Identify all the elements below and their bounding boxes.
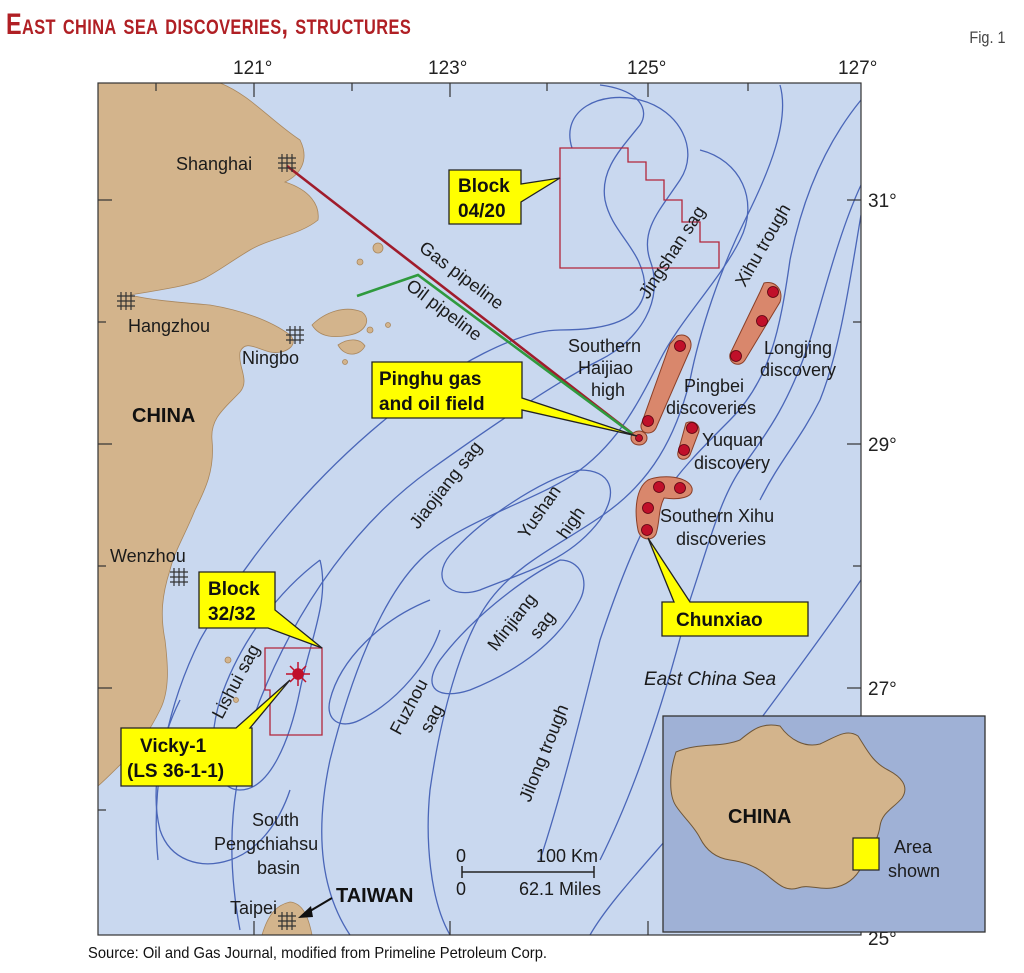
map-title: East china sea discoveries, structures xyxy=(6,8,412,41)
figure-label: Fig. 1 xyxy=(969,28,1006,47)
city-marker-wenzhou xyxy=(170,568,188,586)
city-label-taipei: Taipei xyxy=(230,898,277,918)
callout-block-0420: Block 04/20 xyxy=(448,169,561,225)
callout-block-0420-line1: Block xyxy=(458,176,510,197)
well-dot xyxy=(756,315,768,327)
block-0420-outline xyxy=(559,147,720,269)
scale-km-zero: 0 xyxy=(456,846,466,866)
city-marker-hangzhou xyxy=(117,292,135,310)
lat-label-29: 29° xyxy=(868,435,897,456)
label-pingbei-2: discoveries xyxy=(666,398,756,418)
callout-vicky: Vicky-1 (LS 36-1-1) xyxy=(120,679,291,787)
city-marker-taipei xyxy=(278,912,296,930)
taiwan-arrow xyxy=(298,897,333,918)
city-label-wenzhou: Wenzhou xyxy=(110,546,186,566)
well-dot xyxy=(635,434,643,442)
region-label-taiwan: TAIWAN xyxy=(336,885,413,907)
inset-area-label-2: shown xyxy=(888,861,940,881)
label-southern-xihu-2: discoveries xyxy=(676,529,766,549)
label-yuquan-2: discovery xyxy=(694,453,770,473)
inset-china-label: CHINA xyxy=(728,806,791,828)
label-southern-haijiao-1: Southern xyxy=(568,336,641,356)
well-dot xyxy=(767,286,779,298)
label-southern-haijiao-2: Haijiao xyxy=(578,358,633,378)
label-southern-xihu-1: Southern Xihu xyxy=(660,506,774,526)
label-pingbei-1: Pingbei xyxy=(684,376,744,396)
gas-pipeline xyxy=(286,164,639,440)
label-longjing-2: discovery xyxy=(760,360,836,380)
label-southern-haijiao-3: high xyxy=(591,380,625,400)
well-dot xyxy=(642,502,654,514)
label-pengchiahsu-1: South xyxy=(252,810,299,830)
lat-label-25: 25° xyxy=(868,929,897,950)
well-dot xyxy=(674,340,686,352)
city-label-shanghai: Shanghai xyxy=(176,154,252,174)
china-landmass xyxy=(98,83,319,787)
lat-label-27: 27° xyxy=(868,679,897,700)
city-markers xyxy=(117,154,304,930)
scale-mi-zero: 0 xyxy=(456,879,466,899)
zhoushan-islands xyxy=(224,242,391,703)
callout-block-3232-line1: Block xyxy=(208,579,260,600)
city-marker-shanghai xyxy=(278,154,296,172)
well-dot xyxy=(686,422,698,434)
city-label-hangzhou: Hangzhou xyxy=(128,316,210,336)
well-dot xyxy=(674,482,686,494)
discovery-wells xyxy=(635,286,779,536)
callout-pinghu-line1: Pinghu gas xyxy=(379,369,481,390)
scale-km-value: 100 Km xyxy=(536,846,598,866)
lon-label-127: 127° xyxy=(838,58,877,79)
scale-bar: 0 100 Km 0 62.1 Miles xyxy=(456,846,601,899)
city-label-ningbo: Ningbo xyxy=(242,348,299,368)
region-label-china: CHINA xyxy=(132,405,195,427)
well-dot xyxy=(653,481,665,493)
callout-block-3232: Block 32/32 xyxy=(198,571,323,649)
inset-map: CHINA Area shown xyxy=(662,715,986,933)
label-pengchiahsu-2: Pengchiahsu xyxy=(214,834,318,854)
well-dot xyxy=(642,415,654,427)
callout-chunxiao-text: Chunxiao xyxy=(676,610,763,631)
label-pengchiahsu-3: basin xyxy=(257,858,300,878)
lat-label-31: 31° xyxy=(868,191,897,212)
label-yuquan-1: Yuquan xyxy=(702,430,763,450)
well-dot xyxy=(641,524,653,536)
source-credit: Source: Oil and Gas Journal, modified fr… xyxy=(88,945,547,962)
callout-pinghu-line2: and oil field xyxy=(379,394,485,415)
lon-label-125: 125° xyxy=(627,58,666,79)
callout-chunxiao: Chunxiao xyxy=(647,537,809,637)
structure-contours xyxy=(155,84,861,935)
vicky-well-symbol xyxy=(286,662,310,686)
region-label-sea: East China Sea xyxy=(644,669,776,690)
callout-block-3232-line2: 32/32 xyxy=(208,604,256,625)
inset-area-label-1: Area xyxy=(894,837,933,857)
well-dot xyxy=(678,444,690,456)
callout-vicky-line2: (LS 36-1-1) xyxy=(127,761,224,782)
map-frame xyxy=(97,82,862,936)
callout-block-0420-line2: 04/20 xyxy=(458,201,506,222)
lon-label-121: 121° xyxy=(233,58,272,79)
inset-area-box xyxy=(852,837,880,871)
well-dot xyxy=(730,350,742,362)
label-longjing-1: Longjing xyxy=(764,338,832,358)
oil-pipeline xyxy=(356,273,639,440)
callout-vicky-line1: Vicky-1 xyxy=(140,736,207,757)
lon-label-123: 123° xyxy=(428,58,467,79)
callout-pinghu: Pinghu gas and oil field xyxy=(371,361,638,437)
city-marker-ningbo xyxy=(286,326,304,344)
scale-mi-value: 62.1 Miles xyxy=(519,879,601,899)
